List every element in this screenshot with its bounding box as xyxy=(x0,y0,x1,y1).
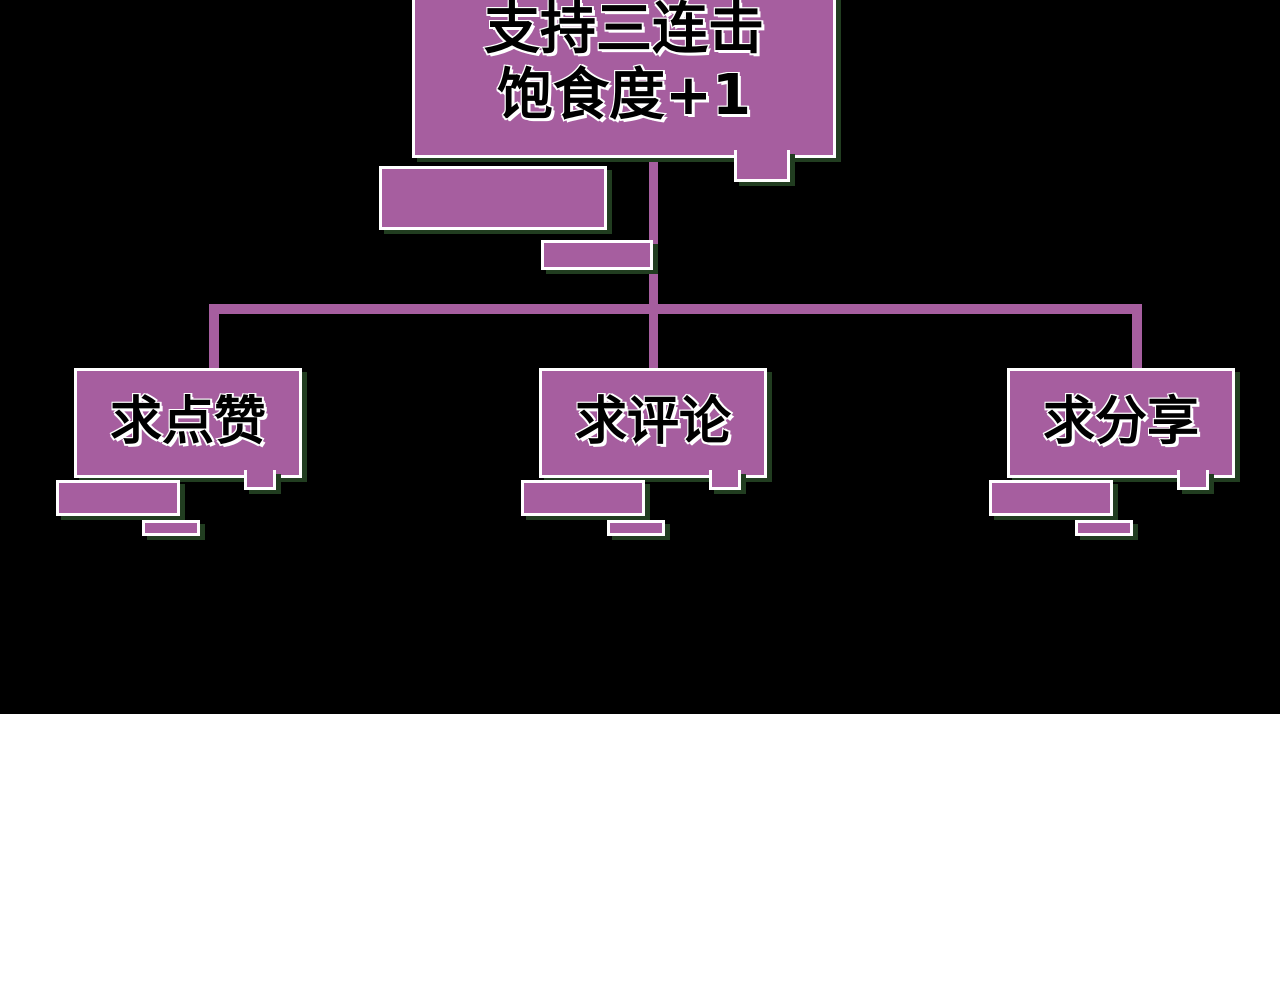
top-node-line1: 支持三连击 xyxy=(483,0,765,63)
child-node-deco-small-comment xyxy=(607,520,665,536)
child-node-box-like xyxy=(74,368,302,478)
child-node-deco-large-share xyxy=(989,480,1113,516)
child-node-deco-large-comment xyxy=(521,480,645,516)
top-node-text: 支持三连击 饱食度+1 xyxy=(412,0,836,138)
connector-drop-right xyxy=(1132,304,1142,372)
child-node-tab-comment xyxy=(709,470,741,490)
child-node-deco-large-like xyxy=(56,480,180,516)
child-node-label-share: 求分享 xyxy=(1042,391,1200,453)
top-node-box xyxy=(412,0,836,158)
child-node-box-share xyxy=(1007,368,1235,478)
blank-footer-area xyxy=(0,714,1280,996)
connector-vertical-trunk xyxy=(649,150,658,315)
top-node-deco-bar-large xyxy=(379,166,607,230)
child-node-deco-small-like xyxy=(142,520,200,536)
child-node-box-comment xyxy=(539,368,767,478)
connector-drop-middle xyxy=(649,304,658,372)
child-node-tab-share xyxy=(1177,470,1209,490)
top-node-line2: 饱食度+1 xyxy=(496,62,752,129)
top-node-tab xyxy=(734,150,790,182)
top-node-deco-bar-small xyxy=(541,240,653,270)
child-node-label-comment: 求评论 xyxy=(574,391,732,453)
child-node-label-like: 求点赞 xyxy=(109,391,267,453)
child-node-deco-small-share xyxy=(1075,520,1133,536)
diagram-canvas: 支持三连击 饱食度+1 求点赞 求评论 求分享 xyxy=(0,0,1280,714)
connector-drop-left xyxy=(209,304,219,372)
connector-horizontal-bar xyxy=(209,304,1142,314)
child-node-tab-like xyxy=(244,470,276,490)
